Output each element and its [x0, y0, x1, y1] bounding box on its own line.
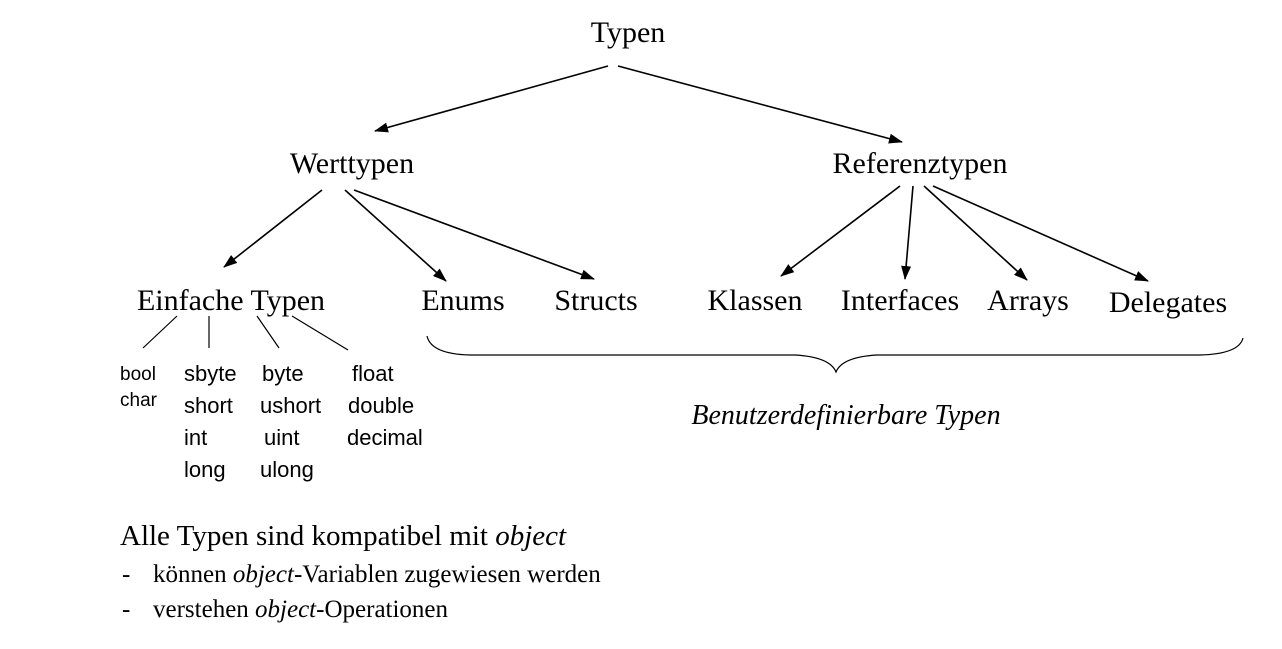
edge-referenztypen-delegates — [932, 185, 1149, 282]
simple-type-item: short — [184, 393, 233, 418]
bullet-2-suffix: -Operationen — [316, 596, 448, 623]
simple-type-item: ulong — [260, 457, 314, 482]
bullet-2-prefix: verstehen — [153, 596, 255, 623]
edge-typen-werttypen — [374, 65, 609, 133]
simple-type-column-3: byte ushort uint ulong — [260, 361, 321, 482]
simple-type-item: byte — [262, 361, 304, 386]
edge-referenztypen-arrays — [923, 185, 1028, 281]
node-interfaces: Interfaces — [841, 284, 959, 317]
node-referenztypen: Referenztypen — [833, 147, 1008, 180]
connector-col-4 — [291, 315, 349, 351]
simple-type-column-4: float double decimal — [347, 361, 423, 450]
edge-werttypen-enums — [344, 189, 447, 282]
simple-type-item: char — [120, 390, 158, 411]
simple-type-item: double — [348, 393, 414, 418]
simple-type-item: sbyte — [184, 361, 237, 386]
edge-werttypen-einfache-typen — [223, 189, 323, 268]
bullet-1-prefix: können — [153, 561, 233, 588]
simple-type-item: decimal — [347, 425, 423, 450]
node-delegates: Delegates — [1109, 286, 1227, 319]
simple-type-column-2: sbyte short int long — [184, 361, 237, 482]
bullet-marker-2: - — [122, 596, 130, 623]
node-arrays: Arrays — [987, 284, 1069, 317]
tree-edges — [223, 65, 1149, 282]
simple-type-item: long — [184, 457, 226, 482]
footer-statement: Alle Typen sind kompatibel mit object — [120, 520, 567, 552]
bullet-2-emph: object — [255, 596, 317, 623]
simple-type-item: uint — [264, 425, 299, 450]
node-structs: Structs — [554, 284, 637, 317]
brace-caption: Benutzerdefinierbare Typen — [691, 400, 1000, 431]
footer-statement-text: Alle Typen sind kompatibel mit — [120, 520, 495, 552]
edge-referenztypen-klassen — [780, 185, 901, 277]
node-einfache-typen: Einfache Typen — [137, 284, 325, 317]
bullet-item-1: können object-Variablen zugewiesen werde… — [153, 561, 601, 588]
bullet-1-emph: object — [233, 561, 295, 588]
edge-typen-referenztypen — [617, 65, 903, 144]
bullet-1-suffix: -Variablen zugewiesen werden — [294, 561, 601, 588]
node-werttypen: Werttypen — [290, 147, 414, 180]
simple-type-column-1: bool char — [120, 364, 158, 411]
simple-type-item: ushort — [260, 393, 321, 418]
node-klassen: Klassen — [708, 284, 803, 317]
node-typen: Typen — [591, 16, 666, 49]
edge-referenztypen-interfaces — [901, 185, 914, 280]
footer-statement-emph: object — [495, 520, 567, 552]
simple-type-item: float — [352, 361, 394, 386]
simple-type-item: bool — [120, 364, 156, 385]
edge-werttypen-structs — [353, 189, 595, 280]
connector-col-3 — [256, 315, 280, 349]
curly-brace — [426, 335, 1244, 374]
connector-col-1 — [142, 315, 178, 349]
bullet-item-2: verstehen object-Operationen — [153, 596, 449, 623]
bullet-marker-1: - — [122, 561, 130, 588]
simple-type-connectors — [142, 315, 349, 351]
node-enums: Enums — [421, 284, 504, 317]
simple-type-item: int — [184, 425, 207, 450]
